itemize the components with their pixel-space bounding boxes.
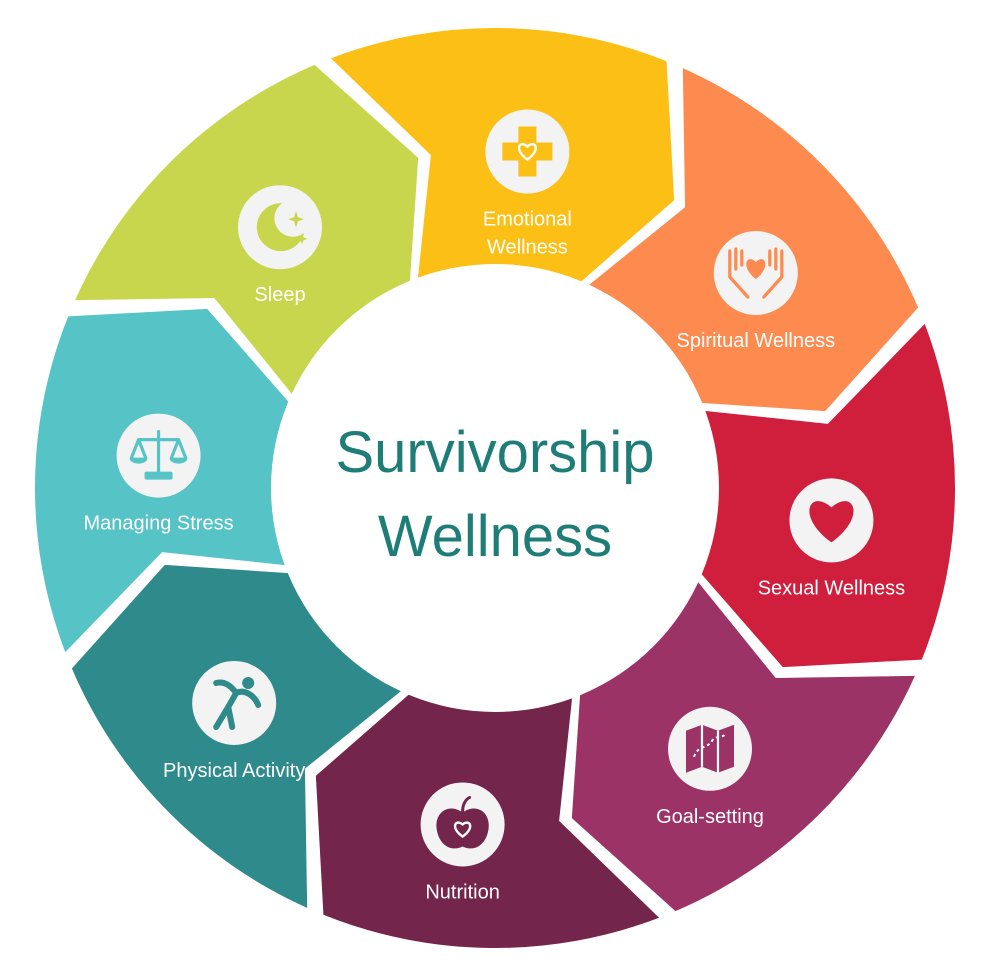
segment-sleep: Sleep (75, 64, 419, 399)
segment-stress: Managing Stress (34, 308, 293, 653)
segment-spiritual: Spiritual Wellness (584, 68, 919, 412)
segment-physical-label: Physical Activity (163, 760, 305, 782)
center-title-line1: Survivorship (335, 420, 654, 485)
segment-sexual: Sexual Wellness (697, 323, 955, 668)
segment-emotional-label: Emotional (483, 209, 572, 231)
segment-sexual-label: Sexual Wellness (758, 577, 905, 599)
center-title-line2: Wellness (378, 504, 612, 569)
medical-cross-heart-icon (485, 109, 570, 194)
segment-nutrition: Nutrition (315, 690, 660, 948)
heart-icon (789, 478, 874, 563)
apple-heart-icon (420, 782, 505, 867)
segment-goal-setting-label: Goal-setting (656, 806, 764, 828)
map-icon (667, 706, 752, 791)
segment-nutrition-label: Nutrition (425, 881, 499, 903)
segment-emotional-label: Wellness (487, 237, 568, 259)
hands-holding-heart-icon (713, 231, 798, 316)
segment-goal-setting: Goal-setting (571, 577, 915, 912)
balance-scale-icon (116, 413, 201, 498)
segment-sleep-label: Sleep (254, 284, 305, 306)
moon-stars-icon (238, 185, 323, 270)
center-circle (271, 264, 719, 712)
segment-spiritual-label: Spiritual Wellness (677, 330, 836, 352)
segment-stress-label: Managing Stress (84, 513, 234, 535)
segment-physical: Physical Activity (71, 564, 406, 908)
stretching-person-icon (192, 660, 277, 745)
